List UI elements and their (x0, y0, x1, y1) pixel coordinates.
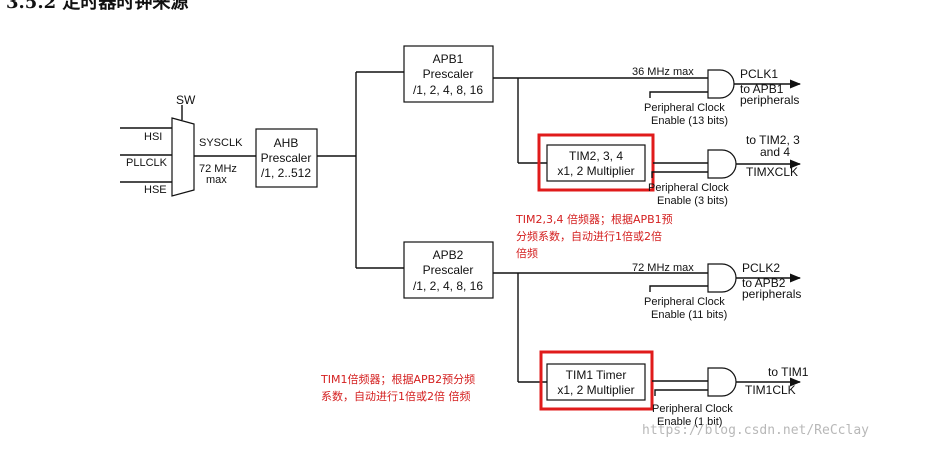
ahb-prescaler-label: Prescaler (261, 151, 312, 165)
tim1-destination: to TIM1 (768, 365, 809, 379)
pclk2-enable-label: Peripheral Clock (644, 296, 725, 308)
pclk2-frequency: 72 MHz max (632, 262, 694, 274)
tim1-multiplier-label: x1, 2 Multiplier (557, 383, 634, 397)
sw-label: SW (176, 93, 196, 107)
tim1-enable-bits: Enable (1 bit) (657, 416, 722, 428)
sysclk-max-unit: max (206, 174, 227, 186)
sysclk-mux: SW SYSCLK 72 MHz max (171, 93, 256, 197)
pclk2-destination-2: peripherals (742, 287, 801, 301)
pclk1-enable-bits: Enable (13 bits) (651, 115, 728, 127)
clock-inputs: HSI PLLCLK HSE (120, 127, 172, 196)
apb1-prescaler: APB1 Prescaler /1, 2, 4, 8, 16 (403, 45, 494, 103)
apb1-prescaler-label: Prescaler (423, 67, 474, 81)
tim1-note: TIM1倍频器；根据APB2预分频 系数，自动进行1倍或2倍 倍频 (320, 372, 475, 403)
ahb-bus-wires (317, 71, 404, 269)
tim234-multiplier-label: x1, 2 Multiplier (557, 164, 634, 178)
pclk1-enable-label: Peripheral Clock (644, 102, 725, 114)
tim234-note-line1: TIM2,3,4 倍频器；根据APB1预 (515, 212, 673, 226)
timxclk-label: TIMXCLK (746, 165, 798, 179)
tim1-title: TIM1 Timer (566, 368, 627, 382)
watermark: https://blog.csdn.net/ReCclay (642, 423, 869, 438)
apb1-divider-values: /1, 2, 4, 8, 16 (413, 83, 483, 97)
pclk2-gate: 72 MHz max PCLK2 to APB2 peripherals Per… (632, 261, 801, 321)
timx-enable-label: Peripheral Clock (648, 182, 729, 194)
section-heading: 3.5.2 定时器时钟来源 (6, 0, 188, 13)
apb1-output-wires (493, 77, 708, 164)
tim1-note-line1: TIM1倍频器；根据APB2预分频 (320, 372, 475, 386)
tim234-note-line2: 分频系数，自动进行1倍或2倍 (516, 229, 662, 243)
apb2-divider-values: /1, 2, 4, 8, 16 (413, 279, 483, 293)
tim234-note-line3: 倍频 (516, 246, 538, 260)
pclk2-enable-bits: Enable (11 bits) (651, 309, 727, 321)
tim1clk-label: TIM1CLK (745, 383, 796, 397)
tim234-multiplier: TIM2, 3, 4 x1, 2 Multiplier (537, 133, 655, 192)
tim1clk-gate: to TIM1 TIM1CLK Peripheral Clock Enable … (652, 365, 809, 428)
timxclk-gate: to TIM2, 3 and 4 TIMXCLK Peripheral Cloc… (648, 133, 802, 207)
tim234-title: TIM2, 3, 4 (569, 149, 623, 163)
sysclk-max-value: 72 MHz (199, 163, 237, 175)
hsi-label: HSI (144, 131, 162, 143)
tim1-enable-label: Peripheral Clock (652, 403, 733, 415)
ahb-divider-values: /1, 2..512 (261, 166, 311, 180)
pclk1-frequency: 36 MHz max (632, 66, 694, 78)
tim234-note: TIM2,3,4 倍频器；根据APB1预 分频系数，自动进行1倍或2倍 倍频 (515, 212, 673, 260)
tim1-note-line2: 系数，自动进行1倍或2倍 倍频 (321, 389, 471, 403)
ahb-prescaler: AHB Prescaler /1, 2..512 (255, 128, 318, 188)
tim1-multiplier: TIM1 Timer x1, 2 Multiplier (539, 350, 654, 411)
ahb-title: AHB (274, 136, 299, 150)
pclk1-gate: 36 MHz max PCLK1 to APB1 peripherals Per… (632, 66, 802, 127)
timx-enable-bits: Enable (3 bits) (657, 195, 728, 207)
pllclk-label: PLLCLK (126, 157, 168, 169)
apb2-title: APB2 (433, 248, 464, 262)
pclk2-label: PCLK2 (742, 261, 780, 275)
pclk1-destination: to APB1 (740, 82, 784, 96)
apb2-prescaler-label: Prescaler (423, 263, 474, 277)
pclk1-destination-2: peripherals (740, 93, 799, 107)
hse-label: HSE (144, 184, 167, 196)
apb1-title: APB1 (433, 52, 464, 66)
apb2-prescaler: APB2 Prescaler /1, 2, 4, 8, 16 (403, 241, 494, 299)
timx-destination: to TIM2, 3 (746, 133, 800, 147)
pclk2-destination: to APB2 (742, 276, 786, 290)
pclk1-label: PCLK1 (740, 67, 778, 81)
timx-destination-2: and 4 (760, 145, 790, 159)
sysclk-label: SYSCLK (199, 137, 243, 149)
